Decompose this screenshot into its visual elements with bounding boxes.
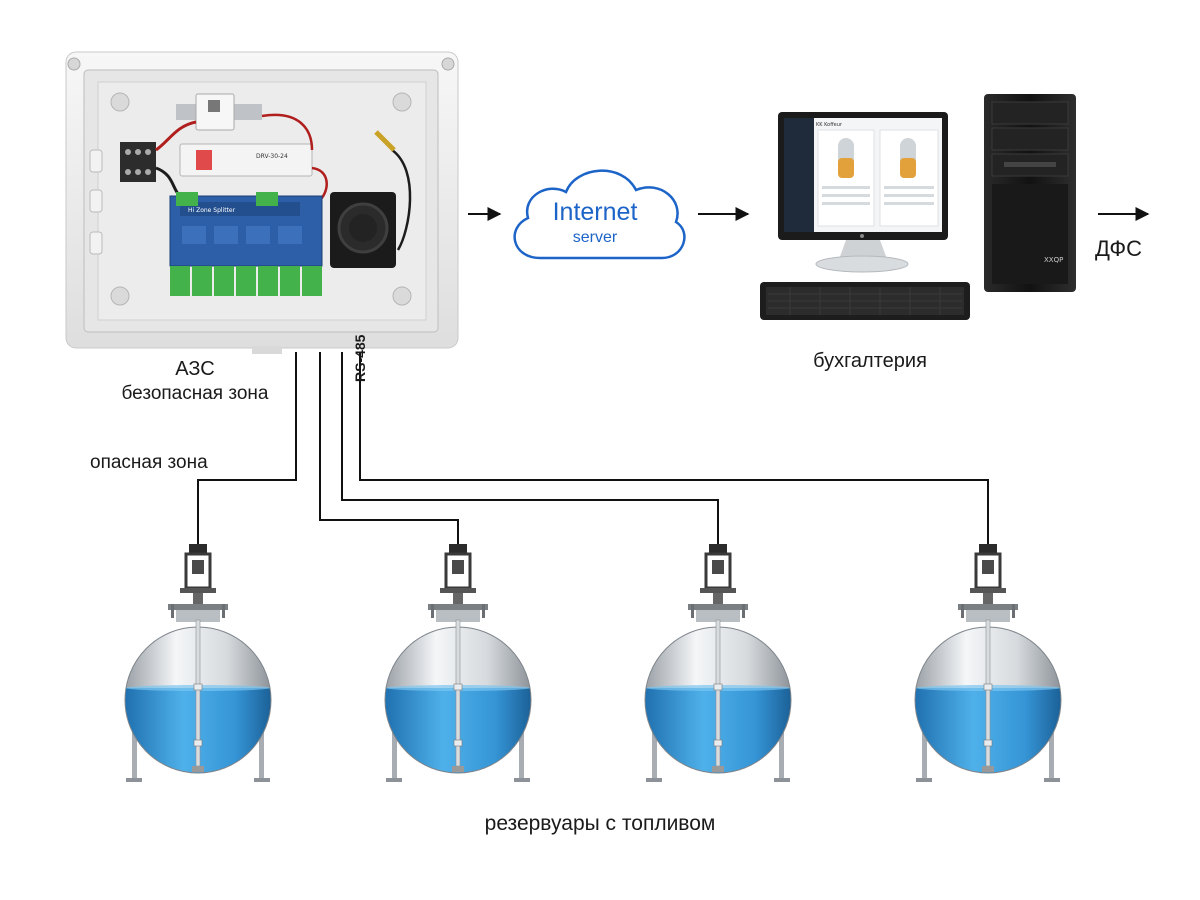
station-label: АЗС	[175, 358, 215, 380]
psu-label: DRV-30-24	[256, 153, 288, 160]
cable-run	[197, 352, 989, 548]
controller-enclosure: DRV-30-24 Hi Zone Splitter	[65, 51, 459, 354]
keyboard	[760, 282, 970, 320]
tanks-label: резервуары с топливом	[484, 812, 716, 835]
safe-zone-label: безопасная зона	[121, 383, 269, 404]
pc-tower: XXQP	[984, 94, 1076, 292]
tank-1	[124, 544, 272, 782]
pc-brand: XXQP	[1044, 256, 1063, 264]
tank-2	[384, 544, 532, 782]
accounting-label: бухгалтерия	[813, 350, 927, 372]
rs485-label: RS-485	[352, 334, 368, 382]
app-title: KK Koffeur	[816, 122, 843, 128]
cloud-icon	[513, 169, 686, 260]
monitor: KK Koffeur	[778, 112, 948, 273]
cloud-title: Internet	[552, 198, 638, 226]
tank-3	[644, 544, 792, 782]
terminal-row	[170, 266, 322, 296]
cloud-subtitle: server	[572, 229, 618, 246]
dfs-label: ДФС	[1095, 236, 1143, 261]
board-label: Hi Zone Splitter	[188, 207, 236, 214]
tank-4	[914, 544, 1062, 782]
danger-zone-label: опасная зона	[90, 452, 208, 473]
